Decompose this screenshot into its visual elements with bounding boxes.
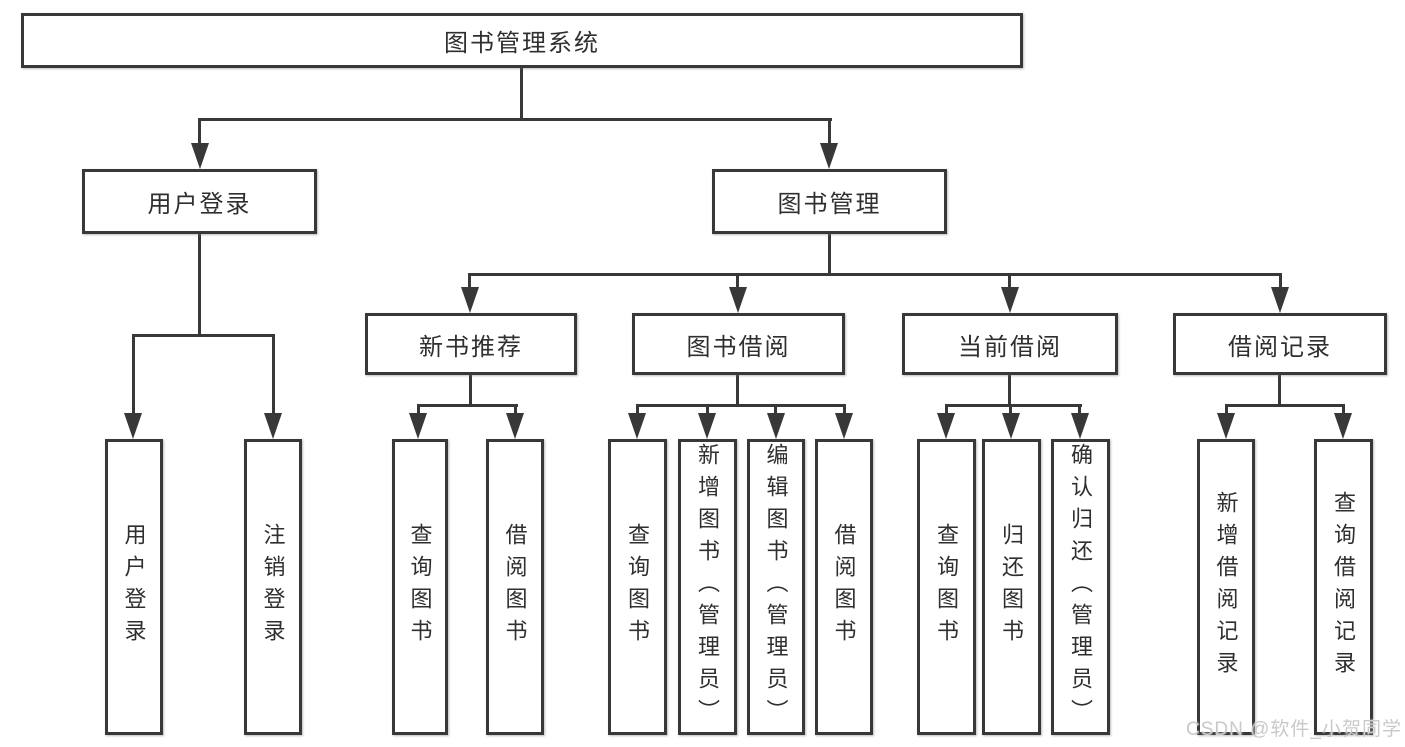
- node-book-borrow: 图书借阅: [632, 313, 845, 375]
- connector-line: [774, 404, 777, 418]
- node-book-management: 图书管理: [712, 169, 947, 234]
- node-user-login: 用户登录: [82, 169, 317, 234]
- leaf-borrow-books: 借阅图书: [815, 439, 873, 735]
- connector-line: [468, 273, 471, 289]
- leaf-confirm-return-admin: 确认归还（管理员）: [1051, 439, 1110, 735]
- node-borrow-records: 借阅记录: [1173, 313, 1387, 375]
- connector-line: [1008, 375, 1011, 407]
- csdn-watermark: CSDN @软件_小贺同学: [1186, 719, 1402, 740]
- node-label: 查询图书: [625, 523, 651, 651]
- arrow-down-icon: [1217, 413, 1235, 439]
- connector-line: [843, 404, 846, 418]
- arrow-down-icon: [937, 413, 955, 439]
- arrow-down-icon: [767, 413, 785, 439]
- connector-line: [1278, 375, 1281, 407]
- arrow-down-icon: [698, 413, 716, 439]
- node-label: 借阅图书: [831, 523, 857, 651]
- connector-line: [1342, 404, 1345, 418]
- node-label: 用户登录: [147, 191, 252, 218]
- node-label: 新增借阅记录: [1213, 491, 1239, 683]
- node-label: 图书借阅: [686, 333, 791, 361]
- leaf-return-books: 归还图书: [982, 439, 1041, 735]
- leaf-query-books-borrow: 查询图书: [608, 439, 667, 735]
- node-label: 归还图书: [999, 523, 1025, 651]
- node-label: 用户登录: [121, 523, 147, 651]
- node-label: 查询借阅记录: [1331, 491, 1357, 683]
- node-label: 借阅图书: [502, 523, 528, 651]
- arrow-down-icon: [628, 413, 646, 439]
- node-label: 查询图书: [407, 523, 433, 651]
- arrow-down-icon: [1002, 413, 1020, 439]
- connector-line: [132, 334, 135, 416]
- connector-line: [469, 375, 472, 407]
- connector-line: [514, 404, 517, 418]
- node-label: 确认归还（管理员）: [1068, 443, 1094, 731]
- leaf-add-borrow-record: 新增借阅记录: [1197, 439, 1255, 735]
- connector-line: [945, 404, 948, 418]
- node-label: 编辑图书（管理员）: [763, 443, 789, 731]
- node-library-management-system: 图书管理系统: [21, 13, 1023, 68]
- node-label: 查询图书: [934, 523, 960, 651]
- connector-line: [1225, 404, 1345, 407]
- leaf-query-books-current: 查询图书: [917, 439, 976, 735]
- node-label: 当前借阅: [958, 333, 1062, 361]
- leaf-query-borrow-record: 查询借阅记录: [1314, 439, 1373, 735]
- arrow-down-icon: [191, 143, 209, 169]
- leaf-user-login: 用户登录: [105, 439, 163, 735]
- arrow-down-icon: [1334, 413, 1352, 439]
- connector-line: [198, 118, 201, 146]
- connector-line: [828, 118, 831, 146]
- connector-line: [828, 234, 831, 276]
- connector-line: [736, 375, 739, 407]
- leaf-edit-book-admin: 编辑图书（管理员）: [747, 439, 805, 735]
- connector-line: [636, 404, 639, 418]
- node-label: 借阅记录: [1228, 333, 1332, 361]
- arrow-down-icon: [124, 413, 142, 439]
- connector-line: [198, 234, 201, 337]
- arrow-down-icon: [506, 413, 524, 439]
- connector-line: [520, 68, 523, 121]
- connector-line: [706, 404, 709, 418]
- connector-line: [198, 118, 832, 121]
- node-label: 图书管理: [777, 191, 882, 218]
- connector-line: [1078, 404, 1081, 418]
- connector-line: [1279, 273, 1282, 289]
- node-current-borrow: 当前借阅: [902, 313, 1118, 375]
- arrow-down-icon: [264, 413, 282, 439]
- arrow-down-icon: [820, 143, 838, 169]
- connector-line: [417, 404, 518, 407]
- node-label: 新书推荐: [419, 333, 523, 361]
- arrow-down-icon: [461, 287, 479, 313]
- arrow-down-icon: [1001, 287, 1019, 313]
- connector-line: [132, 334, 275, 337]
- connector-line: [417, 404, 420, 418]
- node-label: 图书管理系统: [444, 30, 600, 57]
- node-label: 新增图书（管理员）: [695, 443, 721, 731]
- arrow-down-icon: [409, 413, 427, 439]
- connector-line: [1225, 404, 1228, 418]
- leaf-add-book-admin: 新增图书（管理员）: [678, 439, 737, 735]
- connector-line: [272, 334, 275, 416]
- connector-line: [468, 273, 1282, 276]
- arrow-down-icon: [1271, 287, 1289, 313]
- connector-line: [945, 404, 1082, 407]
- leaf-query-books-recommend: 查询图书: [392, 439, 448, 735]
- connector-line: [1008, 273, 1011, 289]
- arrow-down-icon: [835, 413, 853, 439]
- connector-line: [636, 404, 846, 407]
- connector-line: [1009, 404, 1012, 418]
- node-new-book-recommend: 新书推荐: [365, 313, 577, 375]
- arrow-down-icon: [1071, 413, 1089, 439]
- arrow-down-icon: [729, 287, 747, 313]
- connector-line: [736, 273, 739, 289]
- leaf-borrow-books-recommend: 借阅图书: [486, 439, 544, 735]
- node-label: 注销登录: [260, 523, 286, 651]
- leaf-logout: 注销登录: [244, 439, 302, 735]
